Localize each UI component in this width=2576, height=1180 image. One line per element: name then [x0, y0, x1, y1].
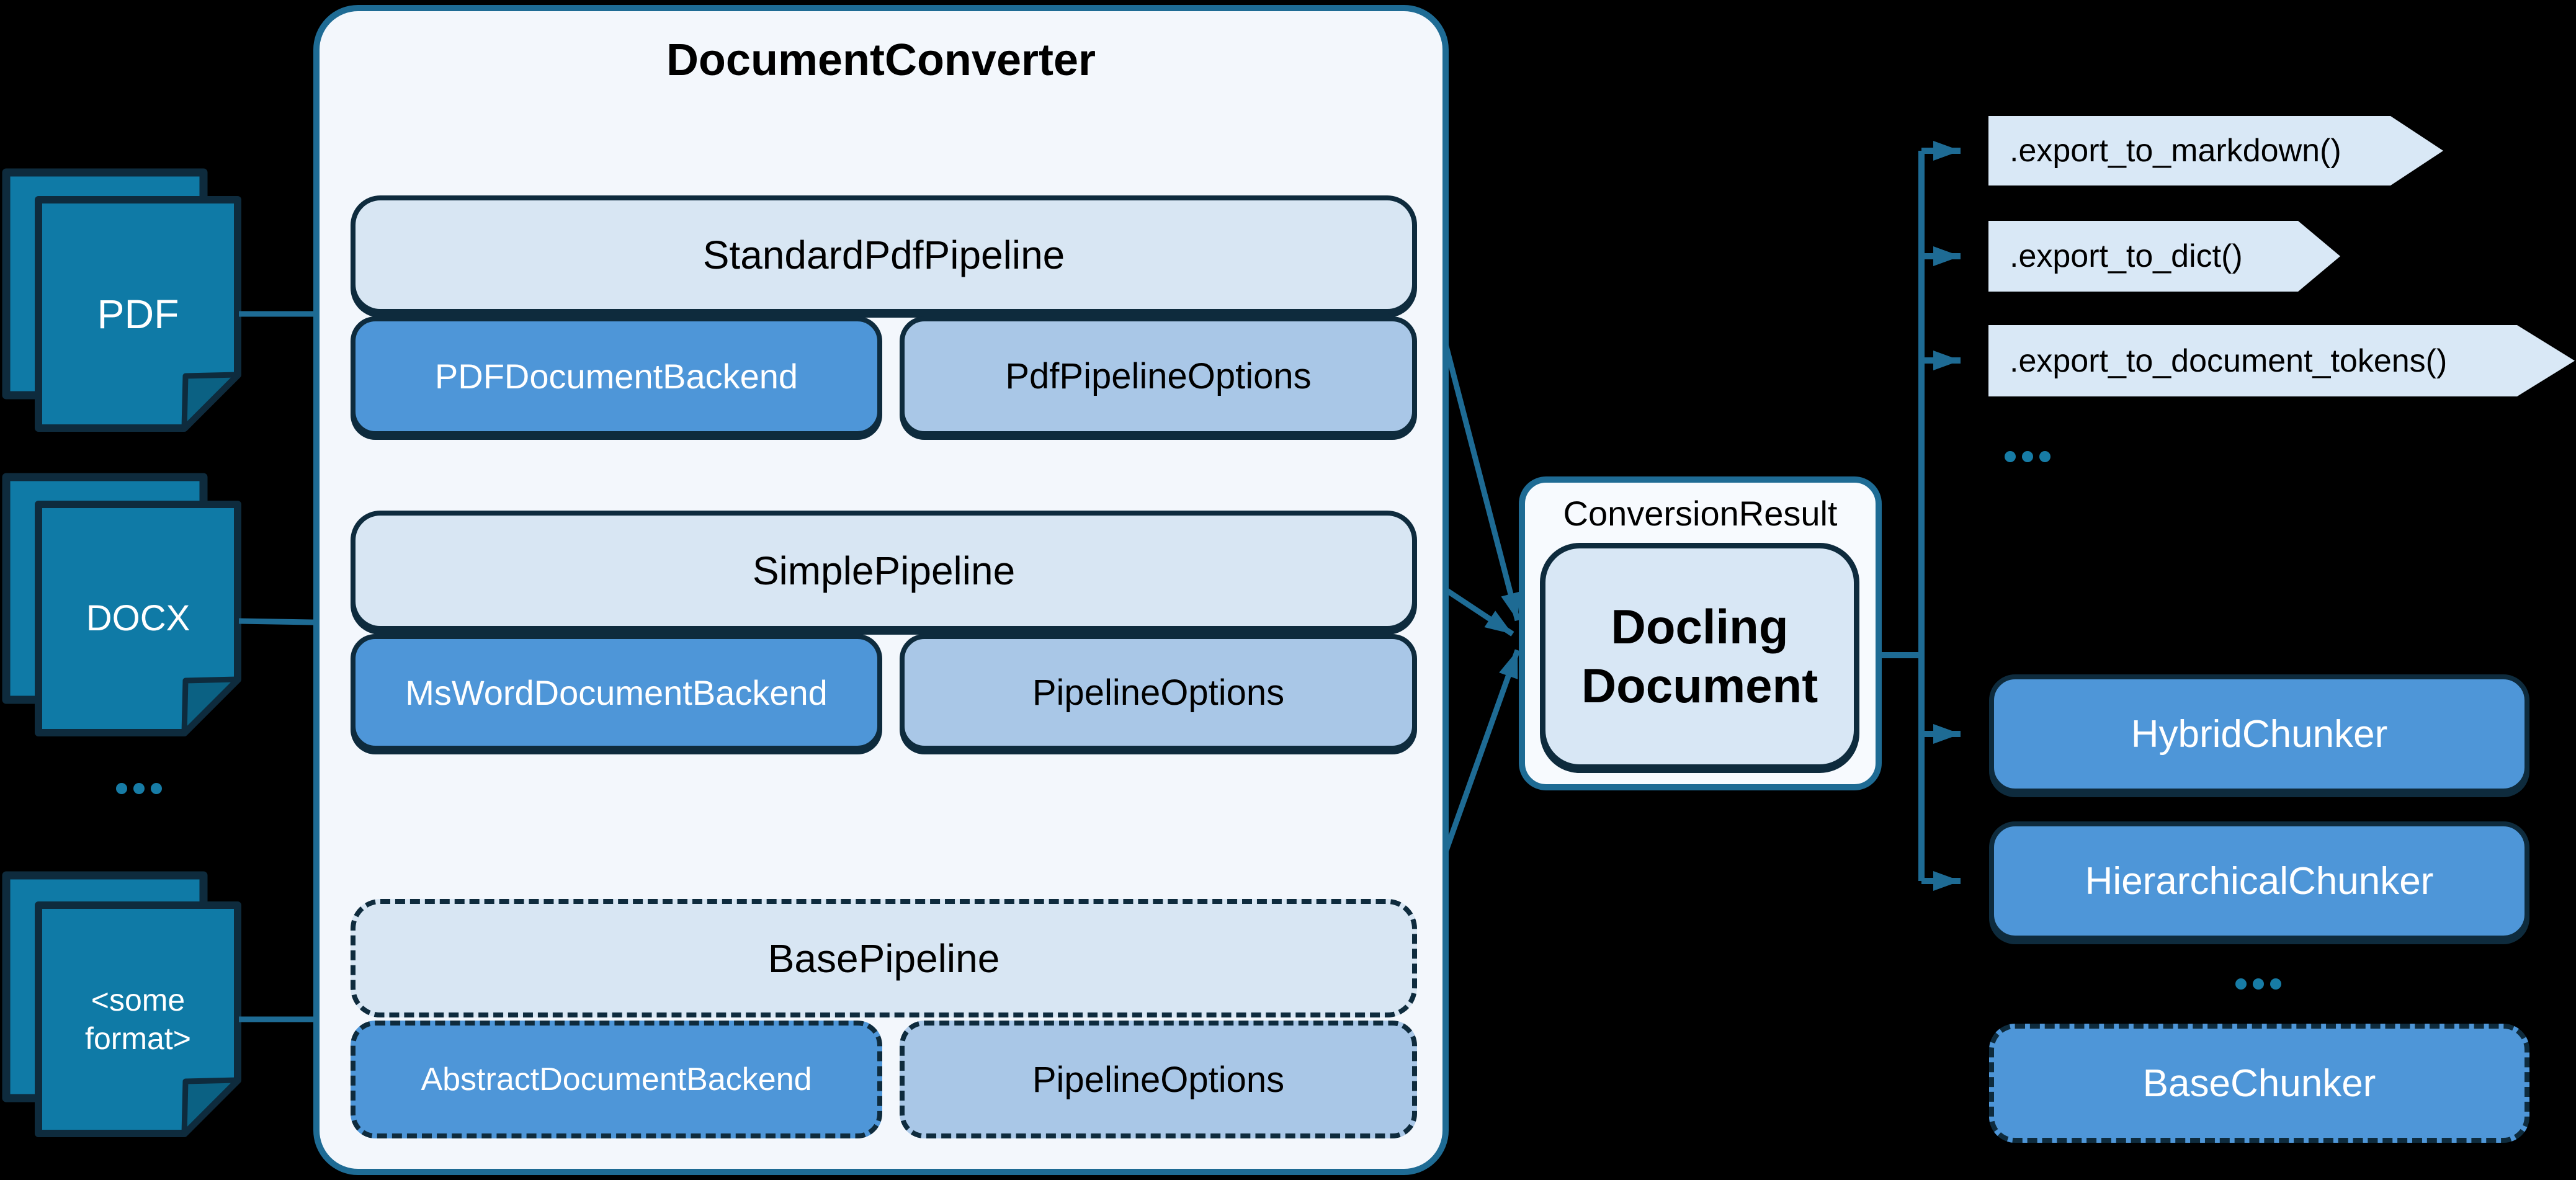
- abstract-document-backend-box: AbstractDocumentBackend: [351, 1021, 882, 1138]
- pipeline-options-box: PipelineOptions: [900, 634, 1417, 751]
- pdf-pipeline-options-box: PdfPipelineOptions: [900, 316, 1417, 436]
- inputs-ellipsis-icon: [116, 783, 162, 794]
- base-pipeline-box: BasePipeline: [351, 899, 1417, 1017]
- docx-input-label: DOCX: [86, 597, 190, 638]
- standard-pdf-pipeline-box: StandardPdfPipeline: [351, 195, 1417, 314]
- conversion-result-label: ConversionResult: [1563, 493, 1838, 533]
- hybrid-chunker-box: HybridChunker: [1989, 674, 2529, 793]
- chunkers-ellipsis-icon: [2235, 978, 2281, 990]
- pdf-input-label: PDF: [97, 290, 179, 337]
- docling-document-box: Docling Document: [1540, 543, 1859, 770]
- export-to-document-tokens-tag: .export_to_document_tokens(): [1988, 325, 2575, 396]
- exports-ellipsis-icon: [2005, 451, 2051, 462]
- simple-pipeline-box: SimplePipeline: [351, 511, 1417, 631]
- pdf-document-backend-box: PDFDocumentBackend: [351, 316, 882, 436]
- some-format-input-label: <some format>: [85, 982, 191, 1057]
- msword-document-backend-box: MsWordDocumentBackend: [351, 634, 882, 751]
- abstract-pipeline-options-box: PipelineOptions: [900, 1021, 1417, 1138]
- hierarchical-chunker-box: HierarchicalChunker: [1989, 821, 2529, 941]
- base-chunker-box: BaseChunker: [1989, 1024, 2529, 1143]
- export-to-dict-tag: .export_to_dict(): [1988, 221, 2340, 292]
- export-to-markdown-tag: .export_to_markdown(): [1988, 116, 2443, 185]
- document-converter-title: DocumentConverter: [666, 35, 1096, 85]
